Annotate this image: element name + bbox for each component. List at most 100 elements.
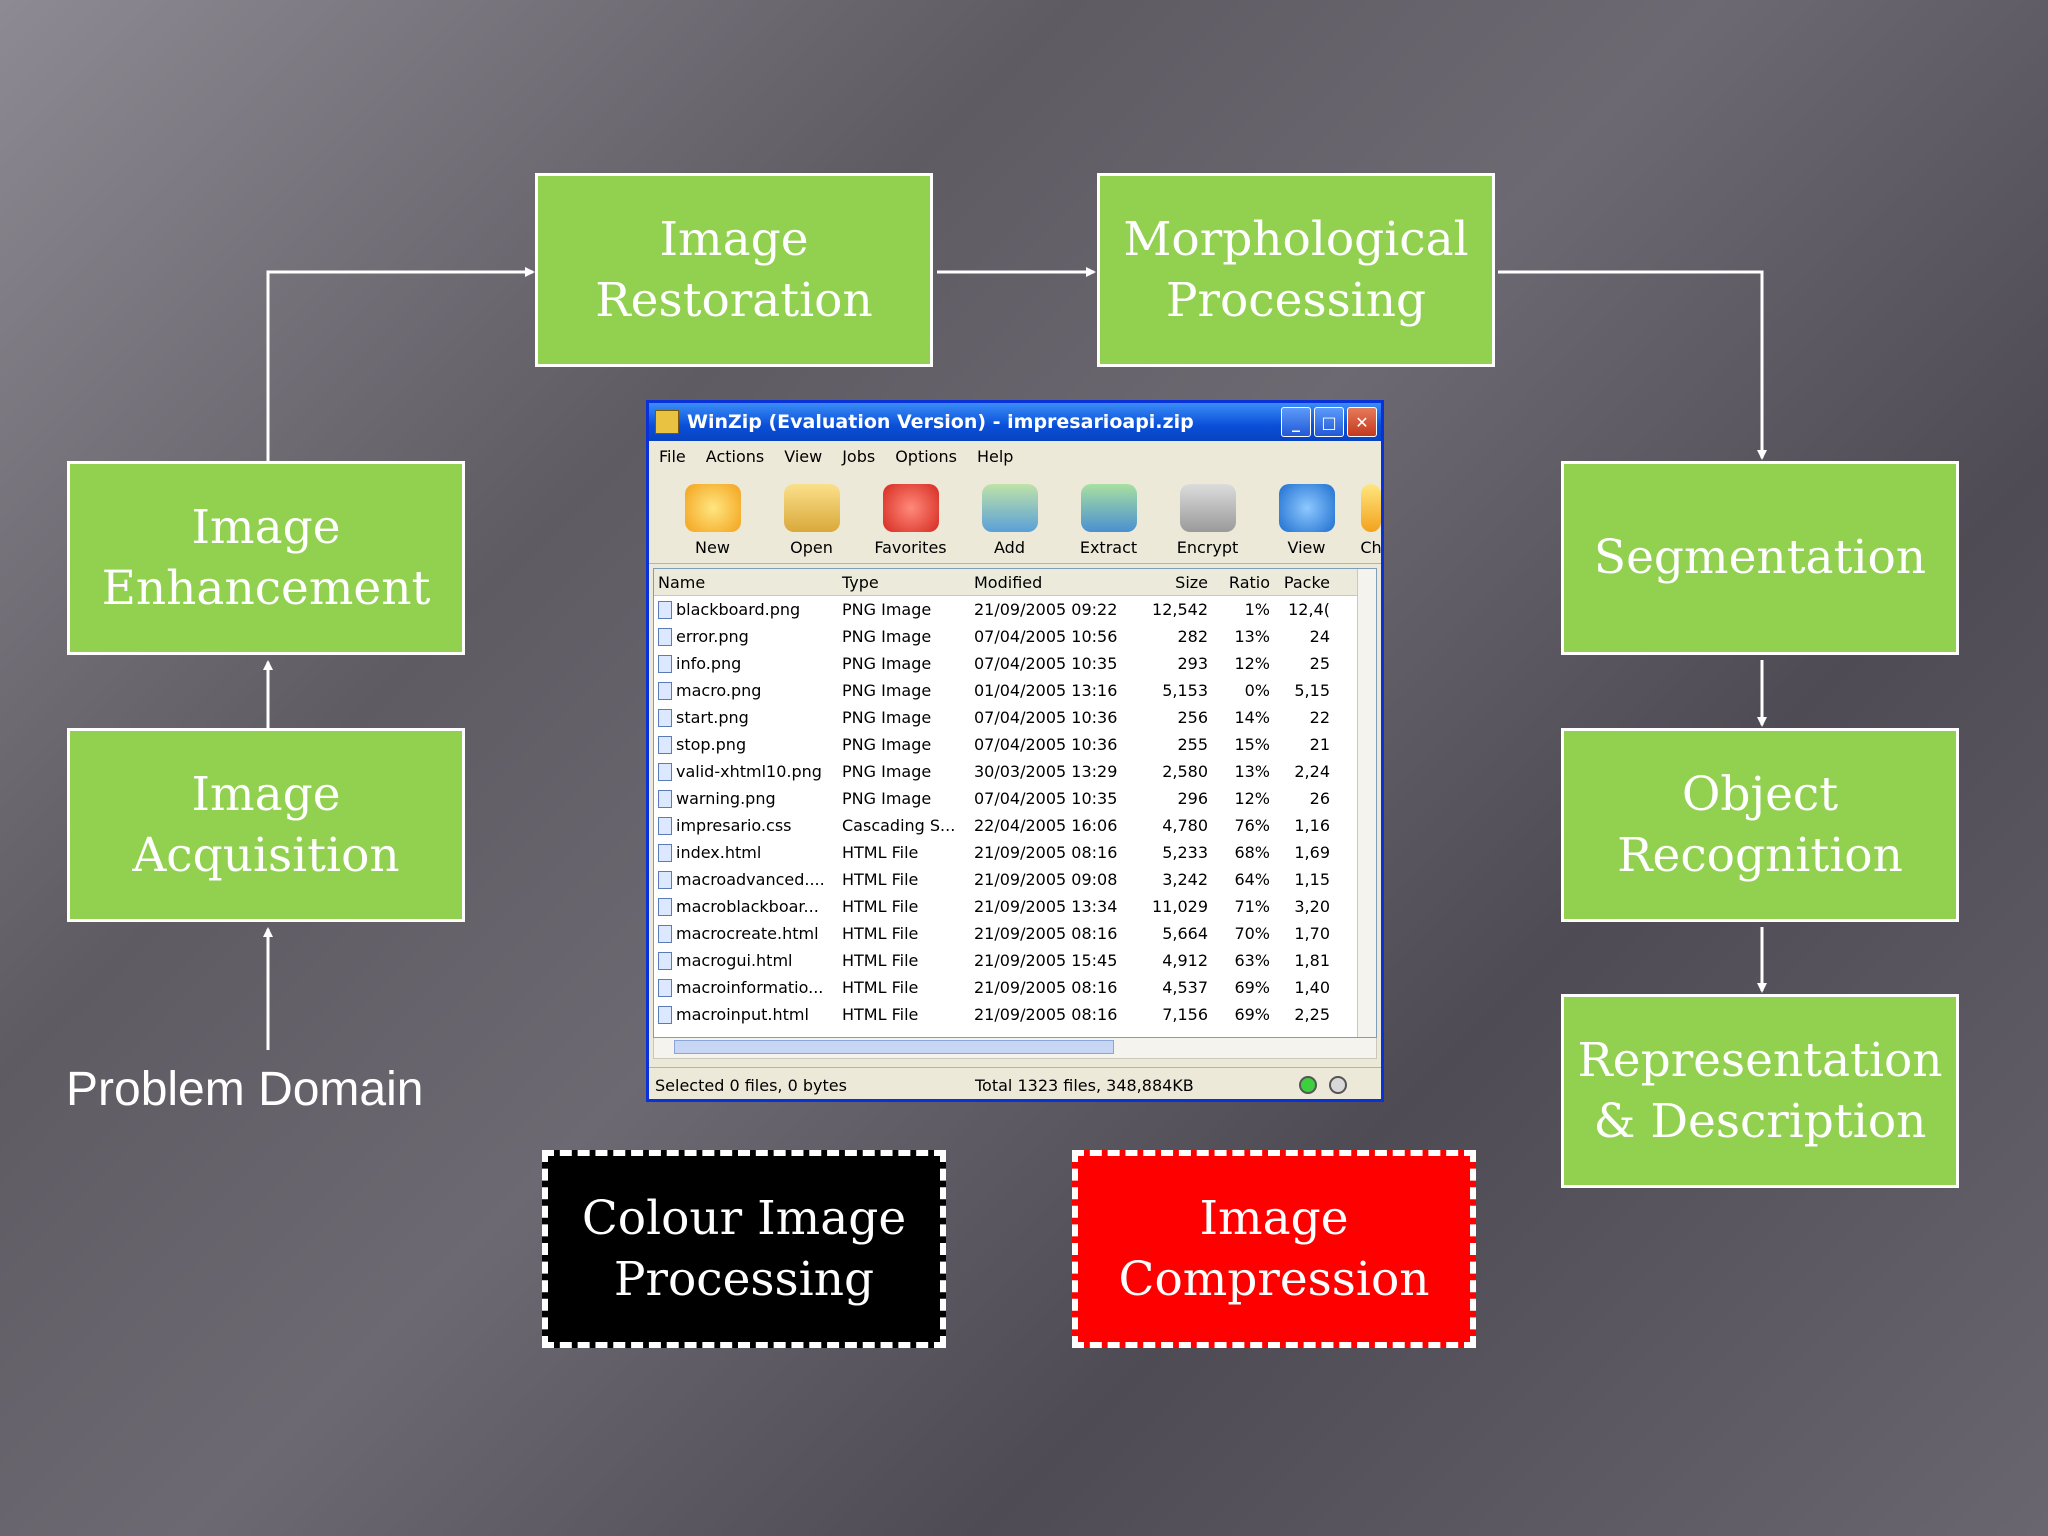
file-icon <box>658 897 672 916</box>
toolbar-add-button[interactable]: Add <box>960 484 1059 563</box>
checkout-icon <box>1361 484 1381 532</box>
file-size: 255 <box>1177 735 1208 754</box>
view-glasses-icon <box>1278 484 1335 532</box>
image-acquisition-box: Image Acquisition <box>67 728 465 922</box>
file-name-text: info.png <box>676 654 742 673</box>
toolbar-open-label: Open <box>790 538 833 557</box>
toolbar-open-button[interactable]: Open <box>762 484 861 563</box>
file-packed: 12,4( <box>1288 600 1330 619</box>
toolbar-extract-button[interactable]: Extract <box>1059 484 1158 563</box>
file-name: start.png <box>654 708 838 727</box>
file-modified: 21/09/2005 09:08 <box>974 870 1118 889</box>
object-recognition-label: Object Recognition <box>1617 766 1903 883</box>
file-size: 4,537 <box>1162 978 1208 997</box>
file-type: HTML File <box>842 843 919 862</box>
column-modified[interactable]: Modified <box>974 572 1043 592</box>
file-modified: 07/04/2005 10:56 <box>974 627 1118 646</box>
file-name-text: macrogui.html <box>676 951 793 970</box>
image-restoration-label: Image Restoration <box>595 211 873 328</box>
file-icon <box>658 1005 672 1024</box>
horizontal-scroll-thumb[interactable] <box>674 1040 1114 1054</box>
problem-domain-label: Problem Domain <box>66 1063 424 1116</box>
menu-view[interactable]: View <box>784 446 823 466</box>
file-modified: 22/04/2005 16:06 <box>974 816 1118 835</box>
file-icon <box>658 627 672 646</box>
winzip-window: WinZip (Evaluation Version) - impresario… <box>646 400 1384 1102</box>
menu-file[interactable]: File <box>659 446 686 466</box>
column-ratio[interactable]: Ratio <box>1228 572 1270 592</box>
encrypt-lock-icon <box>1179 484 1236 532</box>
winzip-titlebar[interactable]: WinZip (Evaluation Version) - impresario… <box>649 403 1381 441</box>
image-restoration-box: Image Restoration <box>535 173 933 367</box>
file-name: valid-xhtml10.png <box>654 762 838 781</box>
menu-options[interactable]: Options <box>895 446 957 466</box>
file-type: PNG Image <box>842 627 932 646</box>
file-type: PNG Image <box>842 600 932 619</box>
file-name-text: start.png <box>676 708 749 727</box>
column-name[interactable]: Name <box>658 572 706 592</box>
file-size: 5,664 <box>1162 924 1208 943</box>
colour-image-processing-box: Colour Image Processing <box>542 1150 946 1348</box>
winzip-statusbar: Selected 0 files, 0 bytes Total 1323 fil… <box>649 1067 1381 1102</box>
column-type[interactable]: Type <box>842 572 879 592</box>
toolbar-ch-label: Ch <box>1360 538 1381 557</box>
close-icon[interactable]: ✕ <box>1347 407 1377 437</box>
file-size: 7,156 <box>1162 1005 1208 1024</box>
menu-jobs[interactable]: Jobs <box>842 446 876 466</box>
vertical-scrollbar[interactable] <box>1357 569 1376 1037</box>
toolbar-new-button[interactable]: New <box>663 484 762 563</box>
toolbar-view-button[interactable]: View <box>1257 484 1356 563</box>
file-name: macrocreate.html <box>654 924 838 943</box>
file-name: info.png <box>654 654 838 673</box>
image-enhancement-label: Image Enhancement <box>101 499 431 616</box>
file-packed: 25 <box>1309 654 1330 673</box>
file-packed: 2,25 <box>1294 1005 1330 1024</box>
toolbar-favorites-button[interactable]: Favorites <box>861 484 960 563</box>
status-green-led-icon <box>1299 1076 1317 1094</box>
horizontal-scrollbar[interactable] <box>653 1038 1377 1059</box>
file-packed: 1,69 <box>1294 843 1330 862</box>
column-size[interactable]: Size <box>1175 572 1208 592</box>
menu-actions[interactable]: Actions <box>705 446 765 466</box>
file-icon <box>658 681 672 700</box>
status-total: Total 1323 files, 348,884KB <box>975 1075 1194 1095</box>
file-modified: 21/09/2005 08:16 <box>974 924 1118 943</box>
toolbar-extract-label: Extract <box>1079 538 1138 557</box>
file-modified: 21/09/2005 08:16 <box>974 978 1118 997</box>
file-type: HTML File <box>842 897 919 916</box>
toolbar-ch-button[interactable]: Ch <box>1356 484 1381 563</box>
file-name-text: macroadvanced.... <box>676 870 825 889</box>
toolbar-encrypt-button[interactable]: Encrypt <box>1158 484 1257 563</box>
file-icon <box>658 843 672 862</box>
file-icon <box>658 951 672 970</box>
file-packed: 22 <box>1309 708 1330 727</box>
segmentation-box: Segmentation <box>1561 461 1959 655</box>
toolbar-encrypt-label: Encrypt <box>1176 538 1239 557</box>
file-name: impresario.css <box>654 816 838 835</box>
file-name-text: macroinput.html <box>676 1005 809 1024</box>
maximize-icon[interactable]: □ <box>1314 407 1344 437</box>
file-size: 5,153 <box>1162 681 1208 700</box>
representation-description-label: Representation & Description <box>1577 1032 1943 1149</box>
menu-help[interactable]: Help <box>976 446 1014 466</box>
file-ratio: 14% <box>1234 708 1270 727</box>
column-packed[interactable]: Packe <box>1283 572 1330 592</box>
minimize-icon[interactable]: _ <box>1281 407 1311 437</box>
